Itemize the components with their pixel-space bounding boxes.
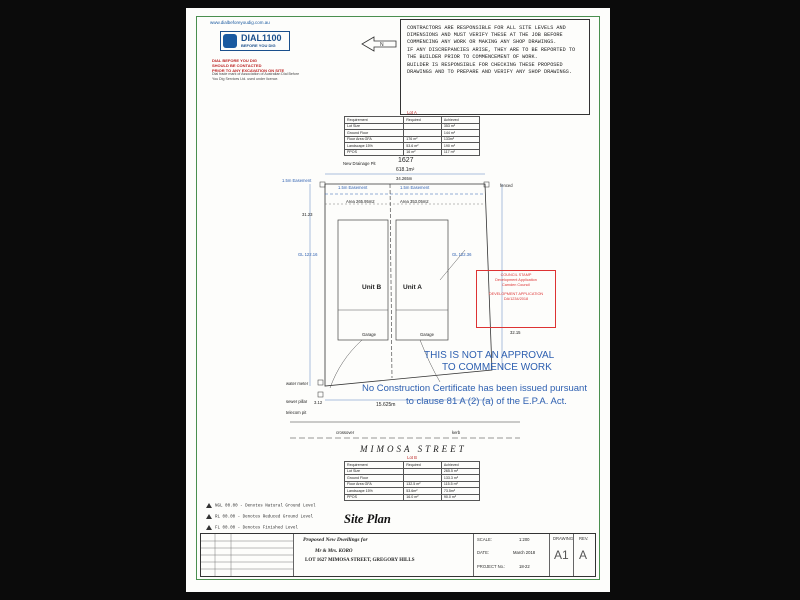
legend-ngl: NGL 00.00 - Denotes Natural Ground Level xyxy=(206,503,316,509)
rev-label: REV. xyxy=(579,536,589,541)
date-value: March 2018 xyxy=(513,550,536,555)
lot-number: 1627 xyxy=(398,157,414,164)
unit-a-label: Unit A xyxy=(403,284,422,291)
dial-brand-sub: BEFORE YOU DIG xyxy=(241,43,276,48)
frontage-top: 34.265m xyxy=(396,176,413,181)
site-address: LOT 1627 MIMOSA STREET, GREGORY HILLS xyxy=(305,558,415,563)
garage-a-label: Garage xyxy=(420,332,434,337)
lot-boundary xyxy=(324,183,493,387)
frontage-bottom: 15.625m xyxy=(376,402,396,408)
date-label: DATE: xyxy=(477,550,490,555)
area-right: Area 353.05m2 xyxy=(400,199,429,204)
dim-front: 3.12 xyxy=(314,400,323,405)
digger-icon xyxy=(223,34,237,48)
gl-right: GL 122.36 xyxy=(452,252,472,257)
drainage-label: New Drainage Pit xyxy=(343,161,376,166)
lot-a-title: Lot A xyxy=(407,110,417,115)
revision-grid xyxy=(201,534,293,576)
title-block: Proposed New Dwellings for Mr & Mrs. KOR… xyxy=(200,533,596,577)
table-header: Requirement Required Achieved xyxy=(343,116,481,124)
legend-rl: RL 00.00 - Denotes Reduced Ground Level xyxy=(206,514,313,520)
easement-left: 1.5m Easement xyxy=(282,178,312,183)
dial-logo: DIAL1100 BEFORE YOU DIG xyxy=(220,31,290,51)
unit-a-outline xyxy=(395,219,449,341)
lot-b-title: Lot B xyxy=(407,455,417,460)
easement-mid-2: 1.5m Easement xyxy=(400,185,430,190)
project-title: Proposed New Dwellings for xyxy=(303,537,368,543)
site-plan-drawing xyxy=(290,173,520,439)
level-marker-icon xyxy=(206,503,212,508)
sewer-label: sewer pillar xyxy=(286,399,308,404)
level-marker-icon xyxy=(206,514,212,519)
drawing-value: A1 xyxy=(554,548,569,562)
dim-left: 31.23 xyxy=(302,212,313,217)
dial-warning: DIAL BEFORE YOU DIG SHOULD BE CONTACTED … xyxy=(212,58,285,73)
project-no-label: PROJECT No.: xyxy=(477,564,506,569)
dial-before-you-dig-block: www.dialbeforeyoudig.com.au DIAL1100 BEF… xyxy=(210,20,302,86)
lot-b-table: Lot B Requirement Required Achieved Lot … xyxy=(343,455,481,501)
project-no-value: 18-22 xyxy=(519,564,530,569)
note-2: IF ANY DISCREPANCIES ARISE, THEY ARE TO … xyxy=(407,47,576,60)
level-marker-icon xyxy=(206,525,212,530)
telecom-label: telecom pit xyxy=(286,410,307,415)
drawing-border xyxy=(196,16,600,580)
dial-brand: DIAL1100 xyxy=(241,33,282,43)
client-name: Mr & Mrs. KORO xyxy=(315,549,353,554)
lot-area: 618.1m² xyxy=(396,167,415,173)
note-3: BUILDER IS RESPONSIBLE FOR CHECKING THES… xyxy=(407,62,572,75)
scale-label: SCALE: xyxy=(477,537,492,542)
lot-a-table: Lot A Requirement Required Achieved Lot … xyxy=(343,110,481,156)
not-approval-line-2: TO COMMENCE WORK xyxy=(442,362,552,373)
contractor-notes: CONTRACTORS ARE RESPONSIBLE FOR ALL SITE… xyxy=(400,19,590,115)
drainage-pit-icon xyxy=(319,181,326,188)
garage-b-label: Garage xyxy=(362,332,376,337)
easement-mid-1: 1.5m Easement xyxy=(338,185,368,190)
unit-b-label: Unit B xyxy=(362,284,382,291)
gl-left: GL 122.16 xyxy=(298,252,318,257)
drawing-label: DRAWING xyxy=(553,536,574,541)
dial-fine-print: Dial trade mark of Association of Austra… xyxy=(212,72,300,81)
unit-b-outline xyxy=(337,219,389,341)
fence-label: fenced xyxy=(500,183,513,188)
legend-fl: FL 00.00 - Denotes Finished Level xyxy=(206,525,298,531)
street-name: MIMOSA STREET xyxy=(360,444,467,454)
scale-value: 1:200 xyxy=(519,537,530,542)
no-certificate-line-1: No Construction Certificate has been iss… xyxy=(362,383,587,394)
water-meter-icon xyxy=(317,379,324,386)
water-meter-label: water meter xyxy=(286,381,309,386)
crossover-label: crossover xyxy=(336,430,355,435)
council-stamp: COUNCIL STAMP Development Application Ca… xyxy=(476,270,556,328)
note-1: CONTRACTORS ARE RESPONSIBLE FOR ALL SITE… xyxy=(407,25,566,45)
svg-text:N: N xyxy=(380,42,384,48)
dial-url: www.dialbeforeyoudig.com.au xyxy=(210,20,270,25)
north-arrow-icon: N xyxy=(361,36,397,52)
no-certificate-line-2: to clause 81 A (2) (a) of the E.P.A. Act… xyxy=(406,396,567,407)
kerb-label: kerb xyxy=(452,430,461,435)
area-left: Area 265.95m2 xyxy=(346,199,375,204)
site-plan-title: Site Plan xyxy=(344,512,391,526)
dim-right: 32.15 xyxy=(510,330,521,335)
rev-value: A xyxy=(579,548,588,562)
telecom-pit-icon xyxy=(317,391,324,398)
not-approval-line-1: THIS IS NOT AN APPROVAL xyxy=(424,350,555,361)
